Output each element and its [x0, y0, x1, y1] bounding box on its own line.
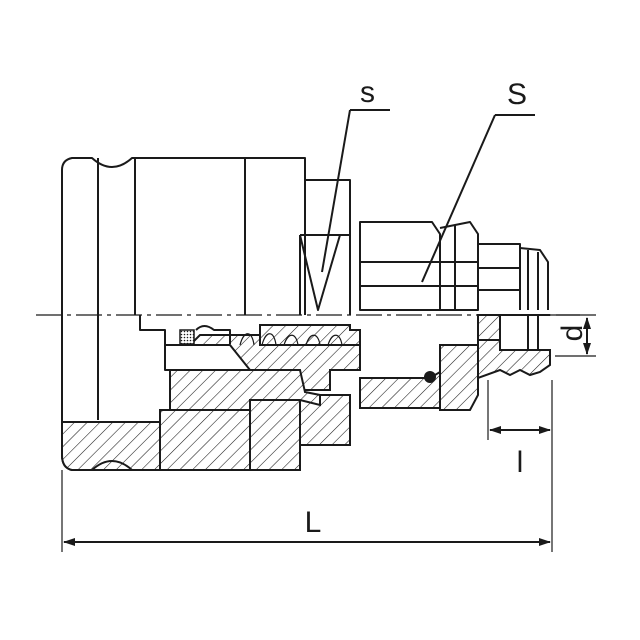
exterior-view-upper: [61, 157, 549, 315]
dimension-l-small: l: [487, 380, 553, 479]
label-s-small-group: s: [321, 76, 390, 273]
label-s-small: s: [360, 76, 375, 109]
label-l-small: l: [517, 446, 524, 479]
dimension-d: d: [540, 314, 596, 357]
label-d: d: [556, 325, 589, 342]
dimension-L-large: L: [61, 440, 553, 552]
label-S-large: S: [507, 78, 527, 111]
label-L-large: L: [305, 506, 322, 539]
section-view-lower: [61, 314, 551, 471]
label-s-large-group: S: [421, 78, 535, 283]
